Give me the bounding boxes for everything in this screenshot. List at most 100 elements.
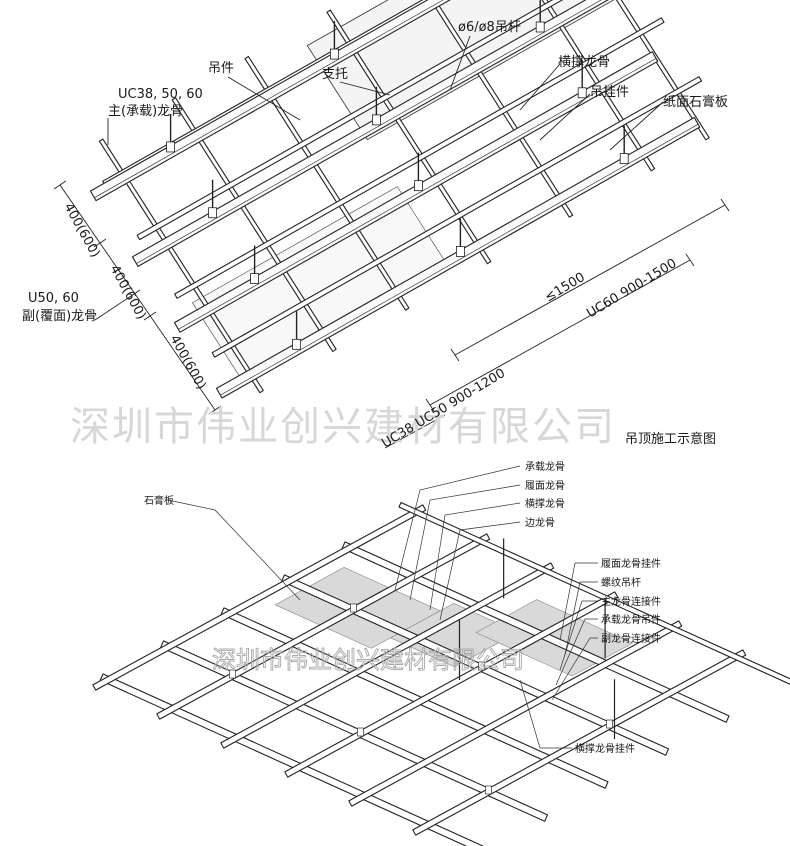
leader-bracket bbox=[339, 81, 391, 96]
dim-line-right-2 bbox=[429, 259, 691, 406]
leader-line bbox=[559, 600, 598, 671]
label-face-runner: 履面龙骨 bbox=[525, 479, 565, 492]
hanger-clip bbox=[357, 727, 364, 737]
main-runner-edge bbox=[220, 123, 699, 396]
label-cross-hanger: 横撑龙骨挂件 bbox=[575, 742, 635, 755]
label-face-hanger: 履面龙骨挂件 bbox=[601, 557, 661, 570]
dim-tick bbox=[720, 198, 730, 212]
label-main-connector: 主龙骨连接件 bbox=[601, 595, 661, 608]
leader-line bbox=[555, 618, 598, 686]
threaded-rods bbox=[458, 538, 616, 740]
label-hanger: 吊件 bbox=[208, 61, 234, 76]
hanger-clip bbox=[350, 603, 357, 613]
hanger-clip bbox=[455, 246, 465, 257]
leader-board bbox=[609, 101, 664, 151]
secondary-runner bbox=[98, 138, 264, 394]
leader-line bbox=[394, 465, 521, 591]
label-gypsum: 石膏板 bbox=[144, 494, 174, 507]
bottom-watermark: 深圳市伟业创兴建材有限公司 bbox=[212, 646, 524, 674]
dim-tick bbox=[425, 398, 435, 412]
bottom-leader-lines bbox=[167, 465, 598, 749]
label-load-runner: 承载龙骨 bbox=[525, 460, 565, 473]
hanger-clip bbox=[292, 338, 302, 350]
label-thread-rod: 螺纹吊杆 bbox=[601, 576, 641, 589]
cross-runner bbox=[92, 504, 427, 691]
leader-line bbox=[551, 637, 598, 701]
hanger-clip bbox=[535, 21, 545, 33]
cross-runner bbox=[220, 562, 555, 749]
leader-line bbox=[519, 679, 572, 749]
main-runner bbox=[131, 0, 609, 267]
cross-runner bbox=[156, 533, 491, 720]
leader-line bbox=[559, 562, 598, 641]
dim-400-b: 400(600) bbox=[107, 263, 149, 323]
label-main-spec: UC38, 50, 60 bbox=[118, 87, 203, 102]
main-runner bbox=[215, 116, 701, 399]
label-rod: ø6/ø8吊杆 bbox=[458, 20, 521, 35]
cross-runner bbox=[136, 0, 564, 241]
label-clip: 吊挂件 bbox=[590, 85, 629, 100]
leader-rod bbox=[449, 35, 471, 91]
hanger-clip bbox=[166, 141, 176, 153]
label-sub-runner: 副(覆面)龙骨 bbox=[22, 309, 97, 324]
leader-line bbox=[167, 499, 301, 601]
hanger-clip bbox=[229, 669, 236, 679]
dim-line-right bbox=[454, 204, 726, 356]
hanger-clip bbox=[329, 48, 339, 60]
top-ceiling-diagram: 深圳市伟业创兴建材有限公司 ø6/ø8吊杆 吊件 支托 横撑龙骨 吊挂件 纸面石… bbox=[22, 0, 730, 451]
dim-tick bbox=[685, 253, 695, 267]
label-gypsum-board: 纸面石膏板 bbox=[663, 94, 728, 110]
cross-runner bbox=[348, 620, 683, 807]
cross-runner bbox=[284, 591, 619, 778]
clips bbox=[229, 603, 613, 795]
hanger-clip bbox=[485, 785, 492, 795]
dim-400-c: 400(600) bbox=[167, 333, 209, 393]
dim-uc60: UC60 900-1500 bbox=[584, 256, 679, 321]
dim-1500: ≤1500 bbox=[542, 270, 587, 306]
dim-tick bbox=[93, 238, 107, 248]
secondary-runner bbox=[171, 97, 337, 352]
dim-line-left bbox=[59, 184, 216, 411]
hanger-clip bbox=[606, 719, 613, 729]
top-leader-lines bbox=[94, 35, 664, 321]
main-runner bbox=[173, 51, 659, 333]
dim-400-a: 400(600) bbox=[61, 201, 103, 261]
label-main-runner: 主(承载)龙骨 bbox=[108, 104, 183, 119]
label-sub-connector: 副龙骨连接件 bbox=[601, 632, 661, 645]
cross-runner bbox=[211, 76, 703, 358]
label-cross-runner: 横撑龙骨 bbox=[558, 55, 610, 70]
leader-cross bbox=[519, 63, 561, 111]
edge-runner bbox=[398, 501, 790, 685]
cross-runner bbox=[412, 649, 747, 836]
main-runner-edge bbox=[94, 0, 444, 198]
hanger-clip bbox=[577, 87, 587, 99]
leader-line bbox=[429, 502, 521, 611]
top-watermark: 深圳市伟业创兴建材有限公司 bbox=[70, 404, 616, 450]
cross-runner bbox=[174, 17, 665, 299]
main-runner-edge bbox=[178, 58, 657, 330]
secondary-runner bbox=[326, 9, 492, 265]
leader-clip bbox=[539, 93, 591, 141]
hanger-clip bbox=[371, 114, 381, 126]
hanger-rods bbox=[166, 0, 629, 350]
hanger-clip bbox=[250, 273, 260, 284]
hanger-clip bbox=[619, 153, 629, 164]
dim-tick bbox=[450, 348, 460, 362]
hanger-clip bbox=[208, 207, 218, 219]
label-load-hanger: 承载龙骨吊件 bbox=[601, 613, 661, 626]
label-sub-spec: U50, 60 bbox=[28, 291, 79, 306]
bottom-ceiling-diagram: 深圳市伟业创兴建材有限公司 石膏板 承载龙骨 履面龙骨 横撑龙骨 边龙骨 履面龙… bbox=[92, 460, 790, 846]
leader-hanger bbox=[227, 76, 301, 121]
label-bracket: 支托 bbox=[322, 67, 348, 82]
label-cross-runner-b: 横撑龙骨 bbox=[525, 497, 565, 510]
main-runners bbox=[89, 0, 701, 399]
hanger-clip bbox=[478, 661, 485, 671]
hanger-clip bbox=[413, 180, 423, 192]
caption: 吊顶施工示意图 bbox=[625, 431, 716, 447]
main-runner bbox=[89, 0, 451, 202]
dim-line-bottom bbox=[384, 414, 446, 449]
dim-tick bbox=[143, 311, 157, 321]
main-runner-edge bbox=[136, 0, 602, 264]
leader-line bbox=[439, 521, 521, 621]
